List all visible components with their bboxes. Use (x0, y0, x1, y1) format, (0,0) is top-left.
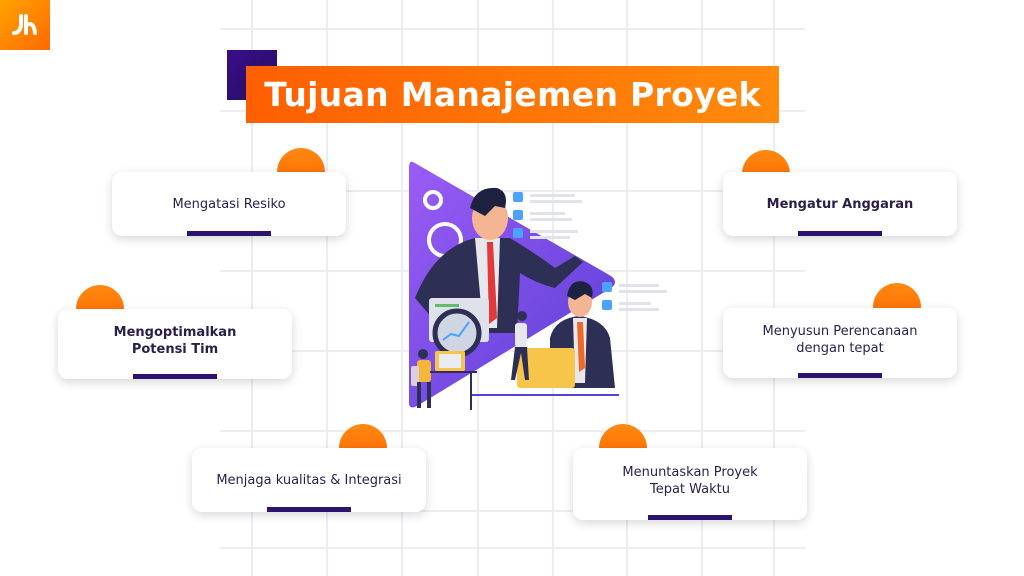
card-underline-bar (798, 373, 882, 378)
goal-card-mengoptimalkan-potensi-tim: Mengoptimalkan Potensi Tim (58, 309, 292, 379)
woman-figure (511, 311, 529, 380)
checklist-icon (602, 282, 667, 311)
laptop-icon (517, 348, 575, 388)
page-title: Tujuan Manajemen Proyek (264, 75, 761, 114)
brand-logo (0, 0, 50, 50)
goal-card-label: Mengatur Anggaran (766, 196, 914, 212)
worker-figure (411, 349, 477, 410)
goal-card-mengatasi-resiko: Mengatasi Resiko (112, 172, 346, 236)
goal-card-label: Mengoptimalkan Potensi Tim (113, 325, 237, 357)
card-underline-bar (187, 231, 271, 236)
card-underline-bar (267, 507, 351, 512)
goal-card-label: Menuntaskan Proyek Tepat Waktu (622, 465, 758, 497)
analytics-monitor (429, 298, 489, 358)
goal-card-menuntaskan-proyek: Menuntaskan Proyek Tepat Waktu (573, 448, 807, 520)
goal-card-mengatur-anggaran: Mengatur Anggaran (723, 172, 957, 236)
checklist-icon (513, 192, 582, 239)
goal-card-label: Menjaga kualitas & Integrasi (216, 472, 402, 488)
goal-card-menyusun-perencanaan: Menyusun Perencanaan dengan tepat (723, 308, 957, 378)
card-underline-bar (798, 231, 882, 236)
goal-card-label: Mengatasi Resiko (172, 196, 286, 212)
page-title-banner: Tujuan Manajemen Proyek (246, 66, 779, 123)
card-underline-bar (648, 515, 732, 520)
goal-card-menjaga-kualitas: Menjaga kualitas & Integrasi (192, 448, 426, 512)
project-management-team-illustration (409, 161, 667, 410)
card-underline-bar (133, 374, 217, 379)
jh-logo-icon (12, 14, 37, 35)
goal-card-label: Menyusun Perencanaan dengan tepat (762, 324, 918, 356)
